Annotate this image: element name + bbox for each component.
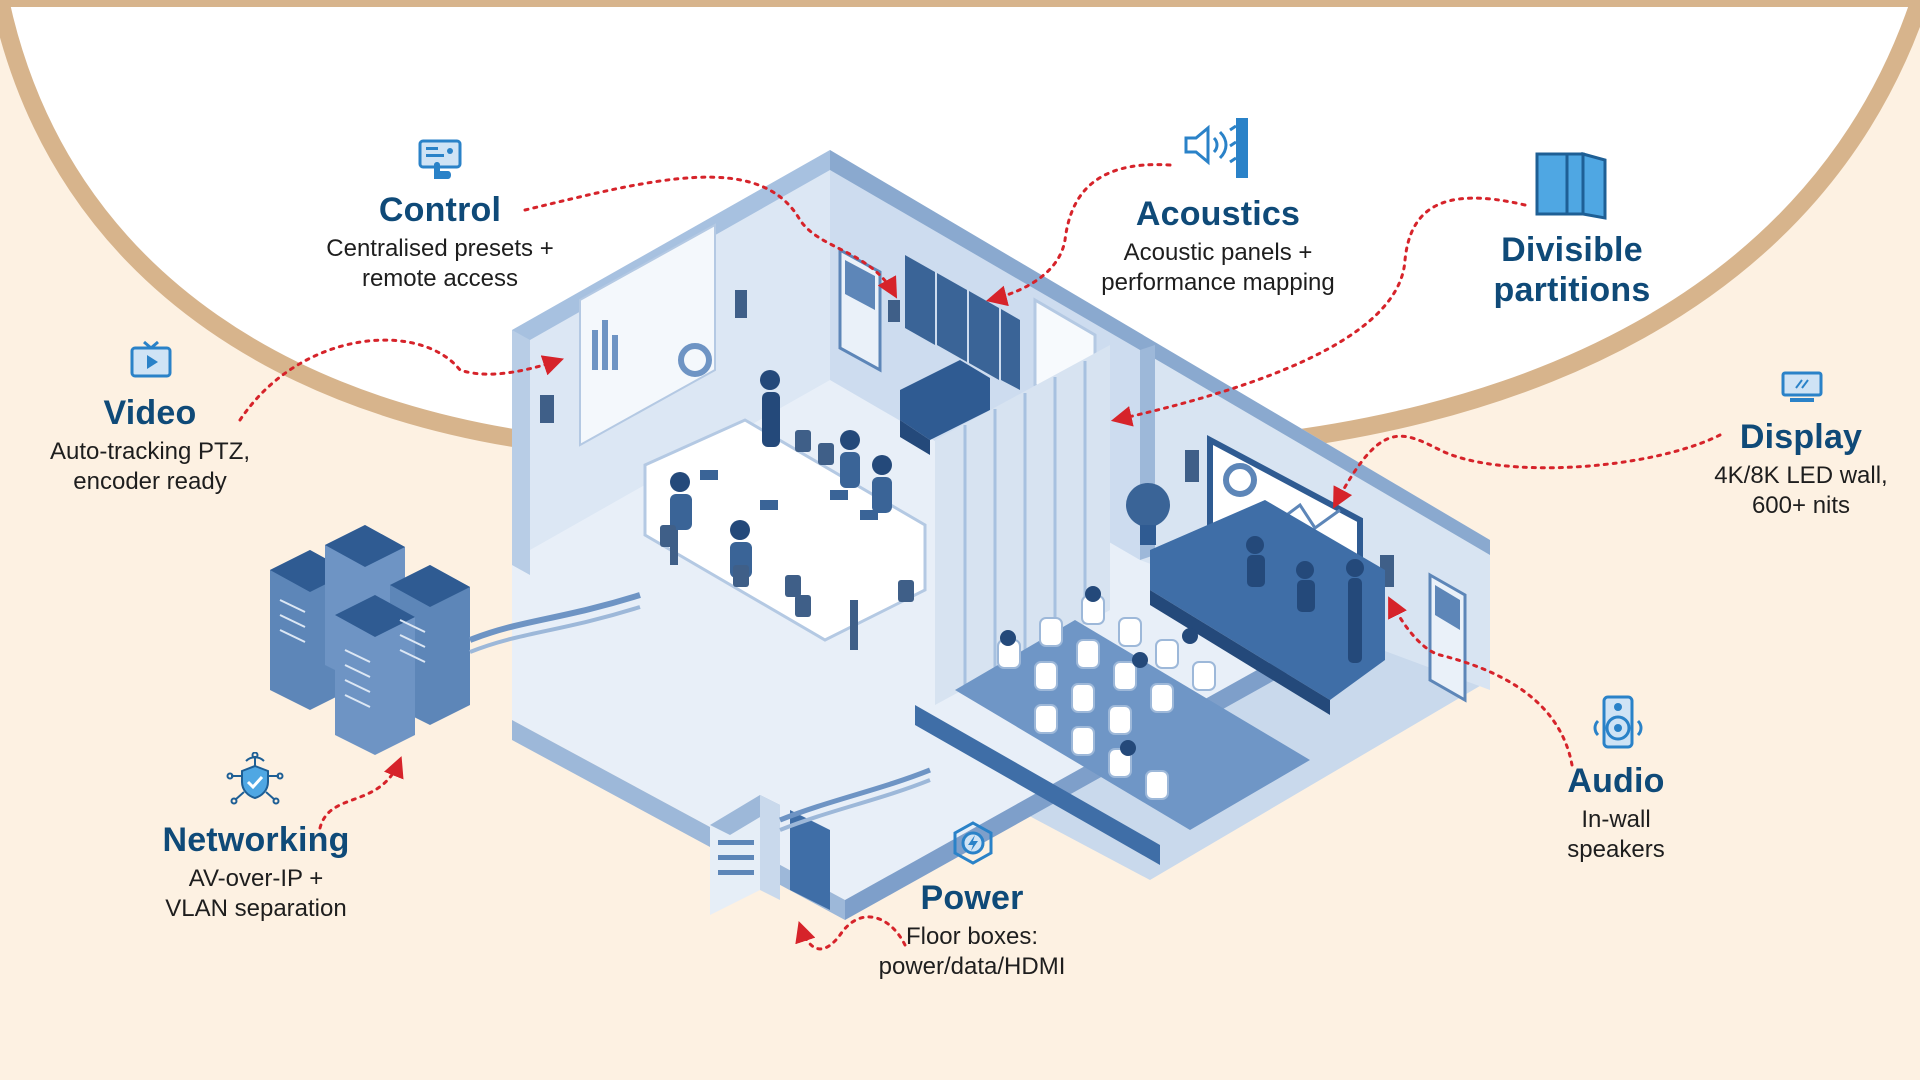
networking-desc-line1: AV-over-IP + — [188, 865, 324, 892]
partition-wall — [935, 345, 1110, 705]
connector-audio — [1388, 596, 1574, 767]
acoustics-desc-line2: performance mapping — [1101, 269, 1335, 296]
divisible-title-line1: Divisible — [1501, 231, 1643, 269]
network-shield-icon — [226, 752, 284, 805]
video-title: Video — [103, 394, 197, 432]
callout-video: Video Auto-tracking PTZ, encoder ready — [50, 393, 250, 497]
power-desc-line2: power/data/HDMI — [878, 953, 1066, 980]
partition-icon — [1535, 152, 1607, 220]
lecture-room — [915, 435, 1467, 865]
connector-control — [523, 175, 898, 299]
power-title: Power — [920, 879, 1024, 917]
audio-desc-line1: In-wall — [1581, 806, 1651, 833]
audio-desc-line2: speakers — [1567, 836, 1665, 863]
control-desc-line1: Centralised presets + — [326, 235, 554, 262]
control-desc-line2: remote access — [361, 265, 519, 292]
callout-divisible-partitions: Divisible partitions — [1494, 230, 1651, 310]
callout-acoustics: Acoustics Acoustic panels + performance … — [1101, 194, 1334, 298]
connector-display — [1333, 433, 1722, 509]
display-desc-line2: 600+ nits — [1751, 492, 1851, 519]
display-desc-line1: 4K/8K LED wall, — [1714, 462, 1888, 489]
control-title: Control — [378, 191, 502, 229]
monitor-icon — [1781, 371, 1823, 402]
connector-divisible — [1110, 196, 1527, 427]
connector-video — [238, 338, 564, 422]
control-panel-icon — [418, 139, 462, 179]
power-hub-icon — [953, 821, 993, 865]
connector-networking — [318, 756, 404, 830]
power-desc-line1: Floor boxes: — [905, 923, 1039, 950]
callout-power: Power Floor boxes: power/data/HDMI — [879, 878, 1066, 982]
video-desc-line1: Auto-tracking PTZ, — [49, 438, 251, 465]
callout-networking: Networking AV-over-IP + VLAN separation — [162, 820, 349, 924]
connectors — [238, 163, 1722, 951]
connector-power — [795, 915, 907, 951]
building-isometric — [512, 150, 1490, 920]
power-cabinet — [710, 767, 931, 915]
acoustics-title: Acoustics — [1135, 195, 1301, 233]
divisible-title-line2: partitions — [1493, 271, 1651, 309]
acoustic-panels — [905, 255, 1020, 390]
speaker-acoustic-icon — [1184, 118, 1248, 178]
audio-title: Audio — [1567, 762, 1665, 800]
callout-audio: Audio In-wall speakers — [1567, 761, 1664, 865]
video-desc-line2: encoder ready — [73, 468, 227, 495]
callout-control: Control Centralised presets + remote acc… — [326, 190, 553, 294]
server-racks — [270, 525, 641, 755]
acoustics-desc-line1: Acoustic panels + — [1123, 239, 1313, 266]
speaker-icon — [1593, 695, 1643, 749]
conference-table — [643, 370, 927, 650]
networking-desc-line2: VLAN separation — [165, 895, 347, 922]
tv-icon — [130, 340, 172, 378]
wall-right — [830, 150, 1490, 560]
display-title: Display — [1739, 418, 1863, 456]
callout-display: Display 4K/8K LED wall, 600+ nits — [1714, 417, 1887, 521]
networking-title: Networking — [162, 821, 350, 859]
connector-acoustics — [985, 163, 1172, 307]
